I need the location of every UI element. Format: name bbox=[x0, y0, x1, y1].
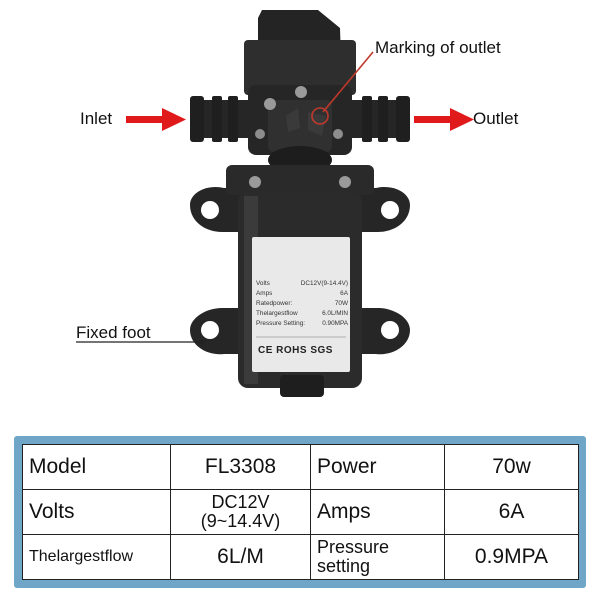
fixed-foot-label: Fixed foot bbox=[76, 323, 151, 342]
spec-key-pressure: Pressure setting bbox=[310, 534, 445, 580]
spec-key-model: Model bbox=[22, 444, 171, 490]
nameplate-power-value: 70W bbox=[334, 300, 348, 307]
outlet-label: Outlet bbox=[473, 109, 519, 128]
pump-head bbox=[244, 10, 356, 174]
nameplate-amps-key: Amps bbox=[256, 290, 273, 297]
spec-value-power: 70w bbox=[444, 444, 579, 490]
spec-value-volts: DC12V (9~14.4V) bbox=[170, 489, 311, 535]
nameplate-flow-value: 6.0L/MIN bbox=[322, 310, 348, 317]
table-row: Thelargestflow 6L/M Pressure setting 0.9… bbox=[22, 534, 579, 580]
nameplate-text: Volts DC12V(9-14.4V) Amps 6A Ratedpower: 70… bbox=[256, 279, 348, 329]
spec-table: Model FL3308 Power 70w Volts DC12V (9~14… bbox=[22, 444, 579, 580]
nameplate-power-key: Ratedpower: bbox=[256, 300, 293, 307]
table-row: Model FL3308 Power 70w bbox=[22, 444, 579, 490]
spec-value-model: FL3308 bbox=[170, 444, 311, 490]
spec-value-volts-range: (9~14.4V) bbox=[200, 511, 281, 531]
spec-value-flow: 6L/M bbox=[170, 534, 311, 580]
nameplate-amps-value: 6A bbox=[340, 290, 348, 297]
fixed-foot-leader bbox=[76, 339, 205, 345]
spec-key-pressure-line2: setting bbox=[317, 556, 371, 576]
spec-key-power: Power bbox=[310, 444, 445, 490]
nameplate-pressure-key: Pressure Setting: bbox=[256, 320, 306, 327]
outlet-marking-leader bbox=[311, 51, 374, 125]
outlet-port bbox=[348, 96, 410, 142]
spec-value-pressure: 0.9MPA bbox=[444, 534, 579, 580]
spec-key-flow: Thelargestflow bbox=[22, 534, 171, 580]
nameplate-pressure-value: 0.90MPA bbox=[322, 320, 348, 327]
inlet-port bbox=[190, 96, 252, 142]
spec-value-amps: 6A bbox=[444, 489, 579, 535]
marking-of-outlet-label: Marking of outlet bbox=[375, 38, 501, 57]
pump-diagram bbox=[76, 10, 474, 397]
table-row: Volts DC12V (9~14.4V) Amps 6A bbox=[22, 489, 579, 535]
certification-marks: CE ROHS SGS bbox=[258, 345, 333, 356]
inlet-arrow bbox=[126, 108, 186, 131]
nameplate bbox=[252, 237, 350, 372]
spec-value-volts-main: DC12V bbox=[211, 492, 270, 513]
spec-key-volts: Volts bbox=[22, 489, 171, 535]
spec-key-amps: Amps bbox=[310, 489, 445, 535]
inlet-label: Inlet bbox=[80, 109, 113, 128]
nameplate-volts-value: DC12V(9-14.4V) bbox=[300, 280, 348, 287]
outlet-arrow bbox=[414, 108, 474, 131]
nameplate-flow-key: Thelargestflow bbox=[256, 310, 298, 317]
nameplate-volts-key: Volts bbox=[256, 280, 270, 287]
spec-key-pressure-line1: Pressure bbox=[317, 537, 390, 558]
